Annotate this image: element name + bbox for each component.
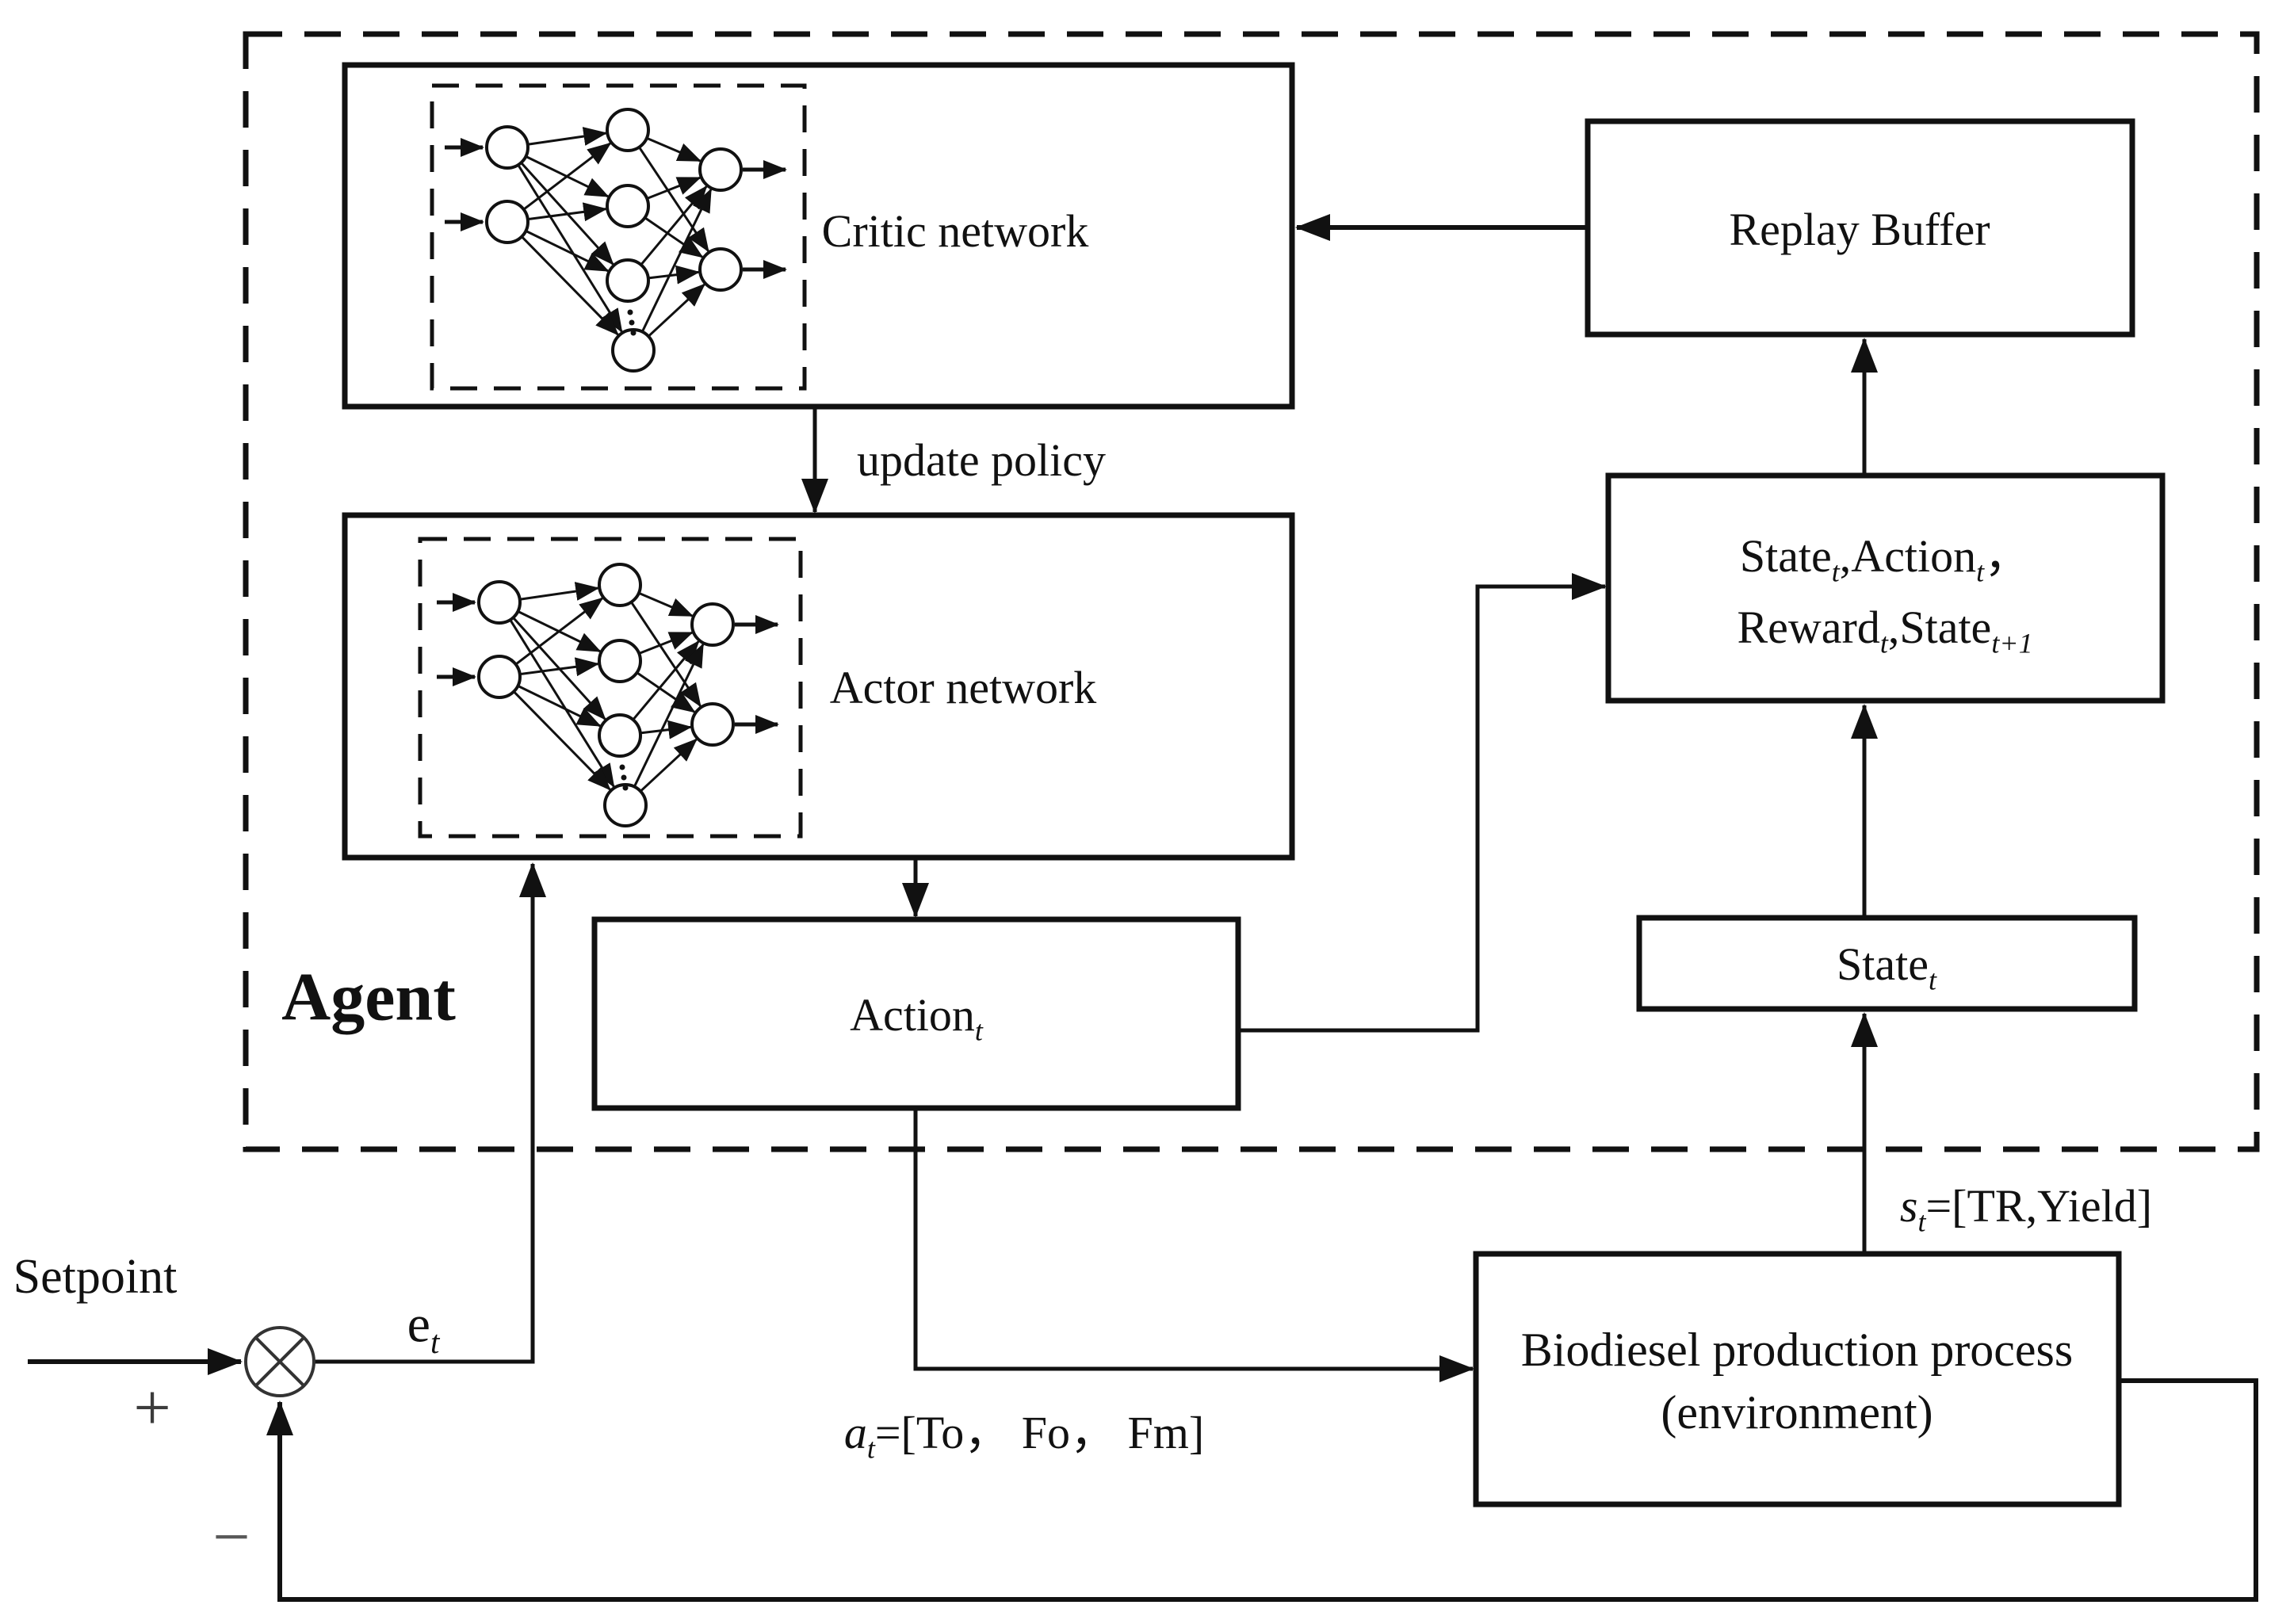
state-equation-label: st=[TR,Yield] [1899,1180,2153,1238]
state-label: Statet [1837,938,1936,996]
tuple-line2-label: Rewardt,Statet+1 [1737,602,2033,659]
action-label: Actiont [850,989,983,1047]
update-policy-label: update policy [856,434,1107,487]
environment-line1-label: Biodiesel production process [1520,1324,2074,1376]
action-equation-label: at=[To， Fo， Fm] [843,1407,1205,1465]
agent-label: Agent [281,958,456,1035]
neural-network-icon [445,108,787,373]
transition-tuple-box [1605,472,2166,704]
error-to-actor-arrow [314,862,546,1364]
actor-nn-frame [418,537,803,839]
tuple-line1-label: Statet,Actiont， [1739,530,2031,588]
critic-network-box [342,62,1295,410]
setpoint-label: Setpoint [13,1249,178,1304]
environment-box [1473,1251,2122,1507]
action-box [591,916,1241,1111]
agent-boundary [243,31,2260,1152]
minus-sign: − [212,1500,250,1574]
critic-nn-frame [430,83,807,391]
critic-network-label: Critic network [821,205,1089,258]
feedback-loop-line [266,1378,2258,1602]
summing-junction-icon [244,1326,315,1397]
plus-sign: + [133,1370,171,1445]
environment-line2-label: (environment) [1661,1386,1933,1439]
error-signal-label: et [407,1295,440,1360]
action-to-environment-arrow [913,1108,1474,1382]
replay-buffer-box [1585,118,2135,338]
neural-network-icon [437,563,779,827]
actor-network-label: Actor network [829,662,1097,714]
action-to-tuple-arrow [1238,573,1607,1033]
state-box [1636,915,2138,1012]
replay-buffer-label: Replay Buffer [1729,204,1990,256]
